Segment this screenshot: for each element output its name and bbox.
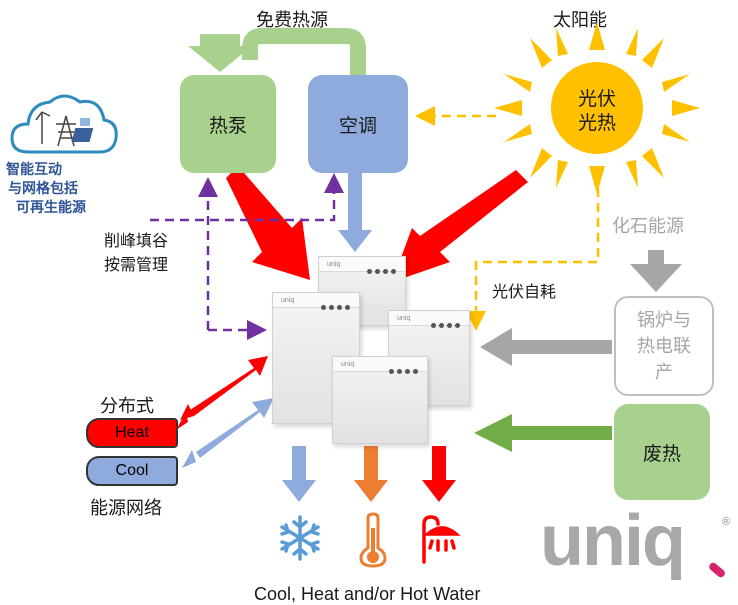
cool-cylinder-label: Cool xyxy=(115,462,149,479)
snowflake-icon xyxy=(280,515,320,561)
heat-cylinder-label: Heat xyxy=(115,424,149,441)
unit-back-brand: uniq xyxy=(327,261,341,268)
smart-grid-line-2: 与网格包括 xyxy=(8,180,78,196)
grid-to-aircon-dashed xyxy=(150,173,344,222)
aircon-box: 空调 xyxy=(308,75,408,173)
uniq-logo: uniq ® xyxy=(540,501,731,594)
waste-heat-to-units-arrow xyxy=(474,414,612,452)
heat-pump-label: 热泵 xyxy=(208,115,247,137)
pv-self-label: 光伏自耗 xyxy=(492,284,557,301)
waste-heat-box: 废热 xyxy=(614,404,710,500)
distributed-label: 分布式 xyxy=(100,396,154,416)
smart-grid-line-3: 可再生能源 xyxy=(16,199,86,215)
hotwater-output-arrow xyxy=(422,446,456,502)
thermometer-icon xyxy=(359,512,387,568)
bottom-caption: Cool, Heat and/or Hot Water xyxy=(254,584,481,604)
waste-heat-label: 废热 xyxy=(642,443,681,465)
boiler-line-2: 热电联 xyxy=(637,336,691,356)
sun-label-pv: 光伏 xyxy=(578,89,617,110)
sun-label-thermal: 光热 xyxy=(578,113,617,134)
peak-shift-text: 削峰填谷 按需管理 xyxy=(104,230,168,278)
registered-mark: ® xyxy=(722,516,731,528)
peak-shift-line-1: 削峰填谷 xyxy=(104,233,169,250)
boiler-box: 锅炉与 热电联 产 xyxy=(614,296,714,396)
fossil-label: 化石能源 xyxy=(612,216,684,236)
free-heat-loop-arrow xyxy=(242,28,366,78)
aircon-to-units-arrow xyxy=(338,172,372,252)
sun-to-units-arrow xyxy=(392,170,528,282)
boiler-to-units-arrow xyxy=(480,328,612,366)
boiler-line-3: 产 xyxy=(655,362,673,382)
heat-network-double-arrow xyxy=(176,356,268,430)
sun-icon xyxy=(494,22,700,194)
peak-shift-line-2: 按需管理 xyxy=(104,257,169,274)
heat-cylinder: Heat xyxy=(86,418,178,448)
free-heat-label: 免费热源 xyxy=(256,10,328,30)
cool-network-double-arrow xyxy=(182,398,274,468)
boiler-line-1: 锅炉与 xyxy=(637,310,691,330)
energy-network-label: 能源网络 xyxy=(90,498,162,518)
smart-grid-text: 智能互动 与网格包括 可再生能源 xyxy=(6,160,86,217)
shower-icon xyxy=(422,515,461,564)
free-heat-in-arrow xyxy=(188,34,252,72)
cool-cylinder: Cool xyxy=(86,456,178,486)
unit-right-brand: uniq xyxy=(397,315,411,322)
cool-output-arrow xyxy=(282,446,316,502)
heat-output-arrow xyxy=(354,446,388,502)
aircon-label: 空调 xyxy=(338,115,377,137)
smart-grid-line-1: 智能互动 xyxy=(6,161,62,177)
heat-pump-box: 热泵 xyxy=(180,75,276,173)
uniq-logo-text: uniq xyxy=(540,501,686,581)
fossil-to-boiler-arrow xyxy=(630,250,682,292)
unit-front-brand: uniq xyxy=(341,361,355,368)
heatpump-to-units-arrow xyxy=(226,166,310,280)
unit-front: uniq xyxy=(332,356,428,444)
cloud-grid-icon xyxy=(10,94,118,154)
unit-left-brand: uniq xyxy=(281,297,295,304)
solar-label: 太阳能 xyxy=(553,10,607,30)
uniq-logo-accent xyxy=(707,561,727,579)
pv-self-dashed xyxy=(466,188,600,331)
